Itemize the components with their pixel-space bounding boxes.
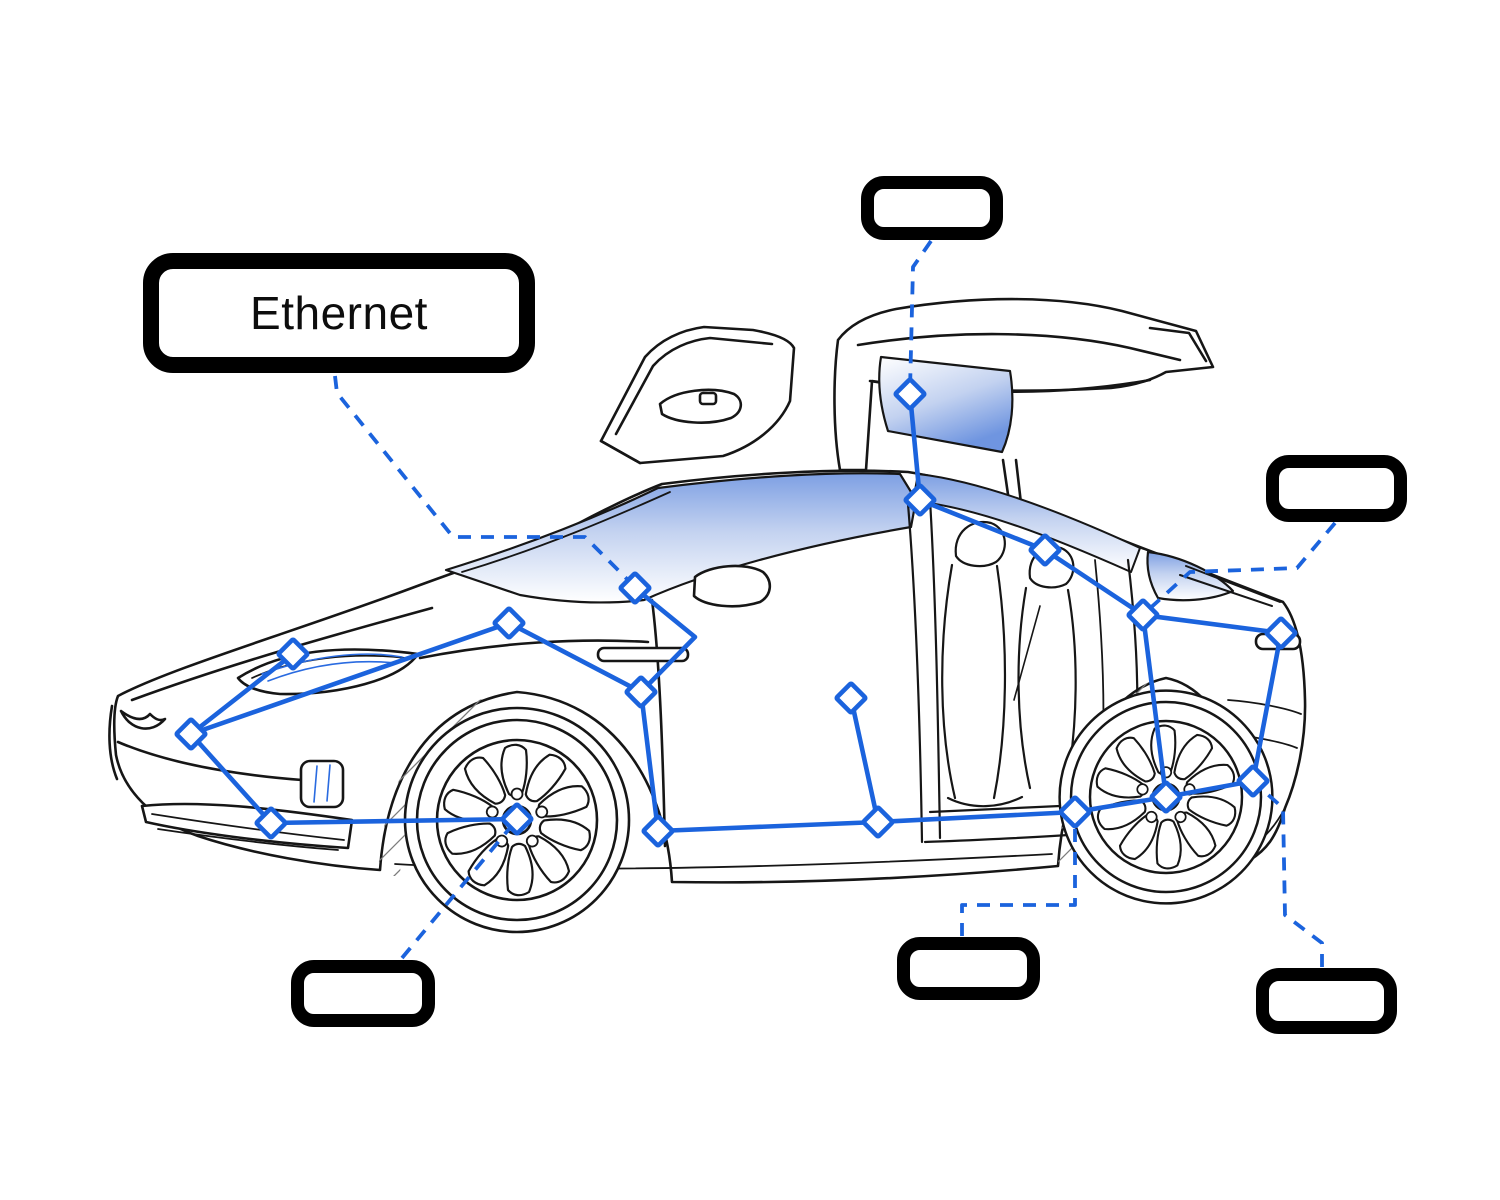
connector-top-label-to-falcon-door-glass — [908, 239, 933, 391]
connector-bottom-right-label-to-rear-bumper — [1254, 782, 1324, 967]
connector-ethernet-label-to-a-pillar — [333, 375, 635, 587]
edge-rear-quarter-to-rear-bumper — [1250, 630, 1284, 784]
rocker-rear-node — [1058, 795, 1092, 829]
front-bumper-node — [254, 806, 288, 840]
front-fender-node — [624, 675, 658, 709]
rear-headrest-node — [1028, 533, 1062, 567]
fog-lamp — [299, 759, 345, 809]
bottom-left-empty-label — [291, 960, 435, 1027]
edge-front-fascia-to-fender-top — [188, 620, 512, 737]
bottom-right-empty-label — [1256, 968, 1397, 1034]
rocker-front-node — [641, 814, 675, 848]
car-illustration — [108, 297, 1307, 934]
right-empty-label — [1266, 455, 1407, 522]
side-mirror — [692, 564, 772, 608]
connector-bottom-left-label-to-front-wheel-hub — [400, 821, 516, 960]
edge-headlight-to-front-fascia — [188, 651, 296, 737]
edge-c-pillar-to-rear-quarter — [1140, 612, 1284, 636]
edge-front-fascia-to-front-bumper — [188, 731, 274, 826]
connector-bottom-middle-label-to-rocker-rear — [960, 817, 1077, 936]
edge-fender-top-to-front-fender — [506, 620, 644, 695]
door-handle — [596, 646, 690, 663]
edge-front-bumper-to-front-wheel-hub — [268, 816, 520, 826]
ethernet-label-text: Ethernet — [250, 287, 428, 339]
dashed-connector-layer — [333, 239, 1337, 967]
edge-c-pillar-to-rear-headrest — [1042, 547, 1146, 618]
edge-rocker-mid-to-rocker-rear — [875, 809, 1078, 825]
front-wheel-hub-node — [500, 802, 534, 836]
b-pillar-node — [903, 483, 937, 517]
front-fascia-vee — [119, 709, 167, 730]
edge-front-door-to-rocker-mid — [848, 695, 881, 825]
front-door-node — [834, 681, 868, 715]
front-fascia-node — [174, 717, 208, 751]
front-falcon-door-open — [599, 325, 796, 465]
fender-top-node — [492, 606, 526, 640]
a-pillar-node — [618, 571, 652, 605]
falcon-door-glass-node — [893, 377, 927, 411]
lower-intake — [140, 802, 354, 851]
rear-bumper-node — [1236, 764, 1270, 798]
rear-wheel-hub-node — [1149, 780, 1183, 814]
ethernet-network-layer — [174, 377, 1298, 848]
windshield-glass — [444, 472, 918, 604]
headlight-node — [276, 637, 310, 671]
edge-front-fender-to-rocker-front — [638, 689, 661, 834]
bottom-middle-empty-label — [897, 937, 1040, 1000]
rocker-mid-node — [861, 805, 895, 839]
edge-rocker-front-to-rocker-mid — [655, 819, 881, 834]
edge-rear-headrest-to-b-pillar — [917, 497, 1048, 553]
edge-b-pillar-to-falcon-door-glass — [907, 391, 923, 503]
rear-quarter-node — [1264, 616, 1298, 650]
c-pillar-node — [1126, 598, 1160, 632]
ethernet-label: Ethernet — [143, 253, 535, 373]
connector-right-label-to-c-pillar — [1144, 521, 1337, 614]
roof-glass-strip — [912, 473, 1141, 573]
top-empty-label — [861, 176, 1003, 240]
rear-quarter-glass — [1146, 550, 1235, 602]
edge-a-pillar-to-front-fender — [632, 585, 698, 695]
edge-rear-wheel-hub-to-c-pillar — [1140, 612, 1169, 800]
